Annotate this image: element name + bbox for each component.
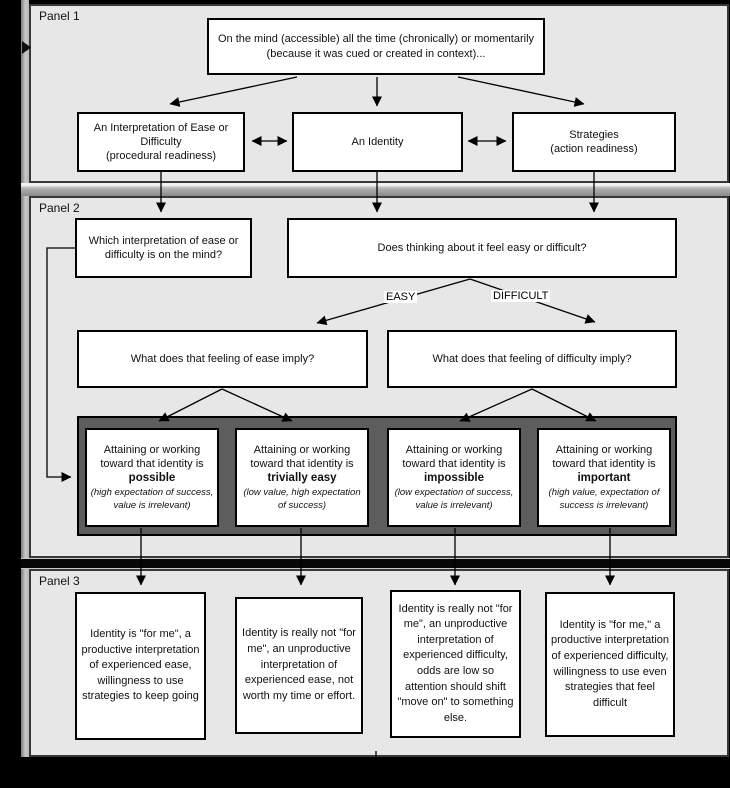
feel-easy-difficult-text: Does thinking about it feel easy or diff… xyxy=(377,241,587,254)
conclusion-box-4: Identity is "for me," a productive inter… xyxy=(545,592,675,737)
connector-mind-to-interpretation xyxy=(169,76,298,107)
on-the-mind-text: On the mind (accessible) all the time (c… xyxy=(217,33,535,60)
which-interpretation-box: Which interpretation of ease or difficul… xyxy=(75,218,252,278)
conclusion-text-2: Identity is really not "for me", an unpr… xyxy=(242,627,356,702)
conclusion-box-2: Identity is really not "for me", an unpr… xyxy=(235,597,363,734)
conclusion-text-4: Identity is "for me," a productive inter… xyxy=(551,618,670,709)
connector-difficulty-to-impossible xyxy=(459,388,533,422)
outcome-possible-emphasis: possible xyxy=(128,472,176,485)
strategies-box: Strategies (action readiness) xyxy=(512,112,676,172)
outcome-important-emphasis: important xyxy=(577,472,631,485)
difficulty-imply-box: What does that feeling of difficulty imp… xyxy=(387,330,677,388)
outcome-possible-note: (high expectation of success, value is i… xyxy=(90,487,214,511)
connector-ease-to-possible xyxy=(158,388,223,422)
panel-1-label: Panel 1 xyxy=(39,9,80,23)
outcome-trivially-easy-emphasis: trivially easy xyxy=(267,472,337,485)
connector-mind-to-strategies xyxy=(457,76,585,107)
conclusion-box-1: Identity is "for me", a productive inter… xyxy=(75,592,206,740)
window-edge-strip xyxy=(21,0,29,757)
ease-imply-box: What does that feeling of ease imply? xyxy=(77,330,368,388)
left-edge-marker-icon xyxy=(22,41,31,54)
outcome-box-trivially-easy: Attaining or working toward that identit… xyxy=(235,428,369,527)
outcome-impossible-lead: Attaining or working toward that identit… xyxy=(402,443,506,470)
panel-3-label: Panel 3 xyxy=(39,574,80,588)
which-interpretation-text: Which interpretation of ease or difficul… xyxy=(88,234,239,261)
on-the-mind-box: On the mind (accessible) all the time (c… xyxy=(207,18,545,75)
outcome-impossible-emphasis: impossible xyxy=(423,472,485,485)
easy-branch-label: EASY xyxy=(384,291,418,303)
outcome-important-note: (high value, expectation of success is i… xyxy=(548,487,660,511)
interpretation-text: An Interpretation of Ease or Difficulty … xyxy=(93,121,229,163)
conclusion-text-1: Identity is "for me", a productive inter… xyxy=(81,627,200,703)
identity-text: An Identity xyxy=(351,135,404,148)
outcome-impossible-note: (low expectation of success, value is ir… xyxy=(394,487,514,511)
feel-easy-difficult-box: Does thinking about it feel easy or diff… xyxy=(287,218,677,278)
connector-which-to-band-elbow xyxy=(46,247,75,482)
connector-ease-to-trivially-easy xyxy=(221,388,293,422)
outcome-important-lead: Attaining or working toward that identit… xyxy=(552,443,656,470)
conclusion-text-3: Identity is really not "for me", an unpr… xyxy=(397,602,514,724)
panel-splitter-2 xyxy=(21,558,730,569)
identity-box: An Identity xyxy=(292,112,463,172)
panel-splitter-1 xyxy=(21,183,730,196)
outcome-box-important: Attaining or working toward that identit… xyxy=(537,428,671,527)
outcome-box-possible: Attaining or working toward that identit… xyxy=(85,428,219,527)
outcome-trivially-easy-lead: Attaining or working toward that identit… xyxy=(250,443,354,470)
conclusion-box-3: Identity is really not "for me", an unpr… xyxy=(390,590,521,738)
difficult-branch-label: DIFFICULT xyxy=(491,290,551,302)
outcome-possible-lead: Attaining or working toward that identit… xyxy=(100,443,204,470)
outcome-trivially-easy-note: (low value, high expectation of success) xyxy=(243,487,361,511)
difficulty-imply-text: What does that feeling of difficulty imp… xyxy=(432,352,632,365)
ease-imply-text: What does that feeling of ease imply? xyxy=(130,352,315,365)
outcome-box-impossible: Attaining or working toward that identit… xyxy=(387,428,521,527)
panel-2-label: Panel 2 xyxy=(39,201,80,215)
interpretation-box: An Interpretation of Ease or Difficulty … xyxy=(77,112,245,172)
connector-difficulty-to-important xyxy=(531,388,597,422)
strategies-text: Strategies (action readiness) xyxy=(550,128,638,155)
